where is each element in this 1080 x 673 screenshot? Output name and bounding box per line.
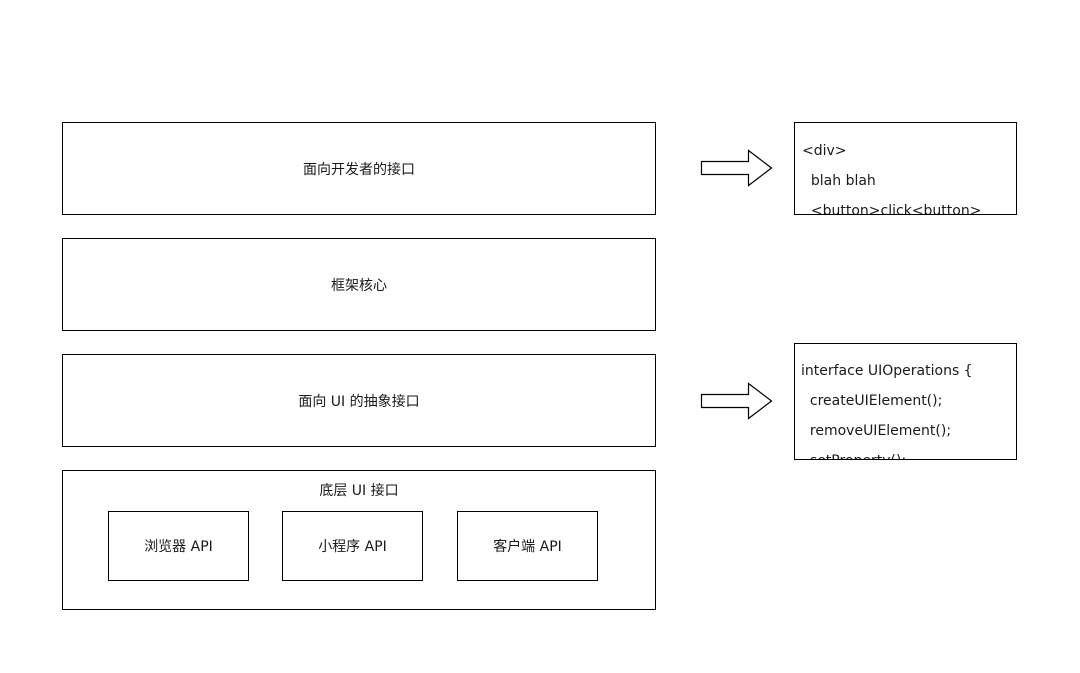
code-line: createUIElement();: [801, 393, 943, 409]
framework-core-label: 框架核心: [331, 277, 387, 294]
miniprogram-api-box: 小程序 API: [282, 511, 423, 581]
browser-api-label: 浏览器 API: [144, 539, 213, 555]
code-line: setProperty();: [801, 446, 973, 459]
ui-abstract-interface-box: 面向 UI 的抽象接口: [62, 354, 656, 447]
developer-interface-box: 面向开发者的接口: [62, 122, 656, 215]
code-line: <button>click<button>: [802, 203, 982, 215]
ui-operations-code-box: interface UIOperations { createUIElement…: [794, 343, 1017, 460]
code-line: <div>: [802, 143, 847, 159]
client-api-label: 客户端 API: [493, 539, 562, 555]
code-line: interface UIOperations {: [801, 363, 973, 379]
underlying-ui-interface-title: 底层 UI 接口: [319, 483, 399, 499]
right-arrow-icon: [700, 382, 773, 420]
developer-code-box: <div> blah blah <button>click<button>: [794, 122, 1017, 215]
code-line: removeUIElement();: [801, 423, 952, 439]
framework-core-box: 框架核心: [62, 238, 656, 331]
code-line: blah blah: [802, 173, 876, 189]
miniprogram-api-label: 小程序 API: [318, 539, 387, 555]
client-api-box: 客户端 API: [457, 511, 598, 581]
developer-interface-label: 面向开发者的接口: [303, 161, 415, 178]
right-arrow-icon: [700, 149, 773, 187]
ui-abstract-interface-label: 面向 UI 的抽象接口: [298, 393, 420, 410]
browser-api-box: 浏览器 API: [108, 511, 249, 581]
